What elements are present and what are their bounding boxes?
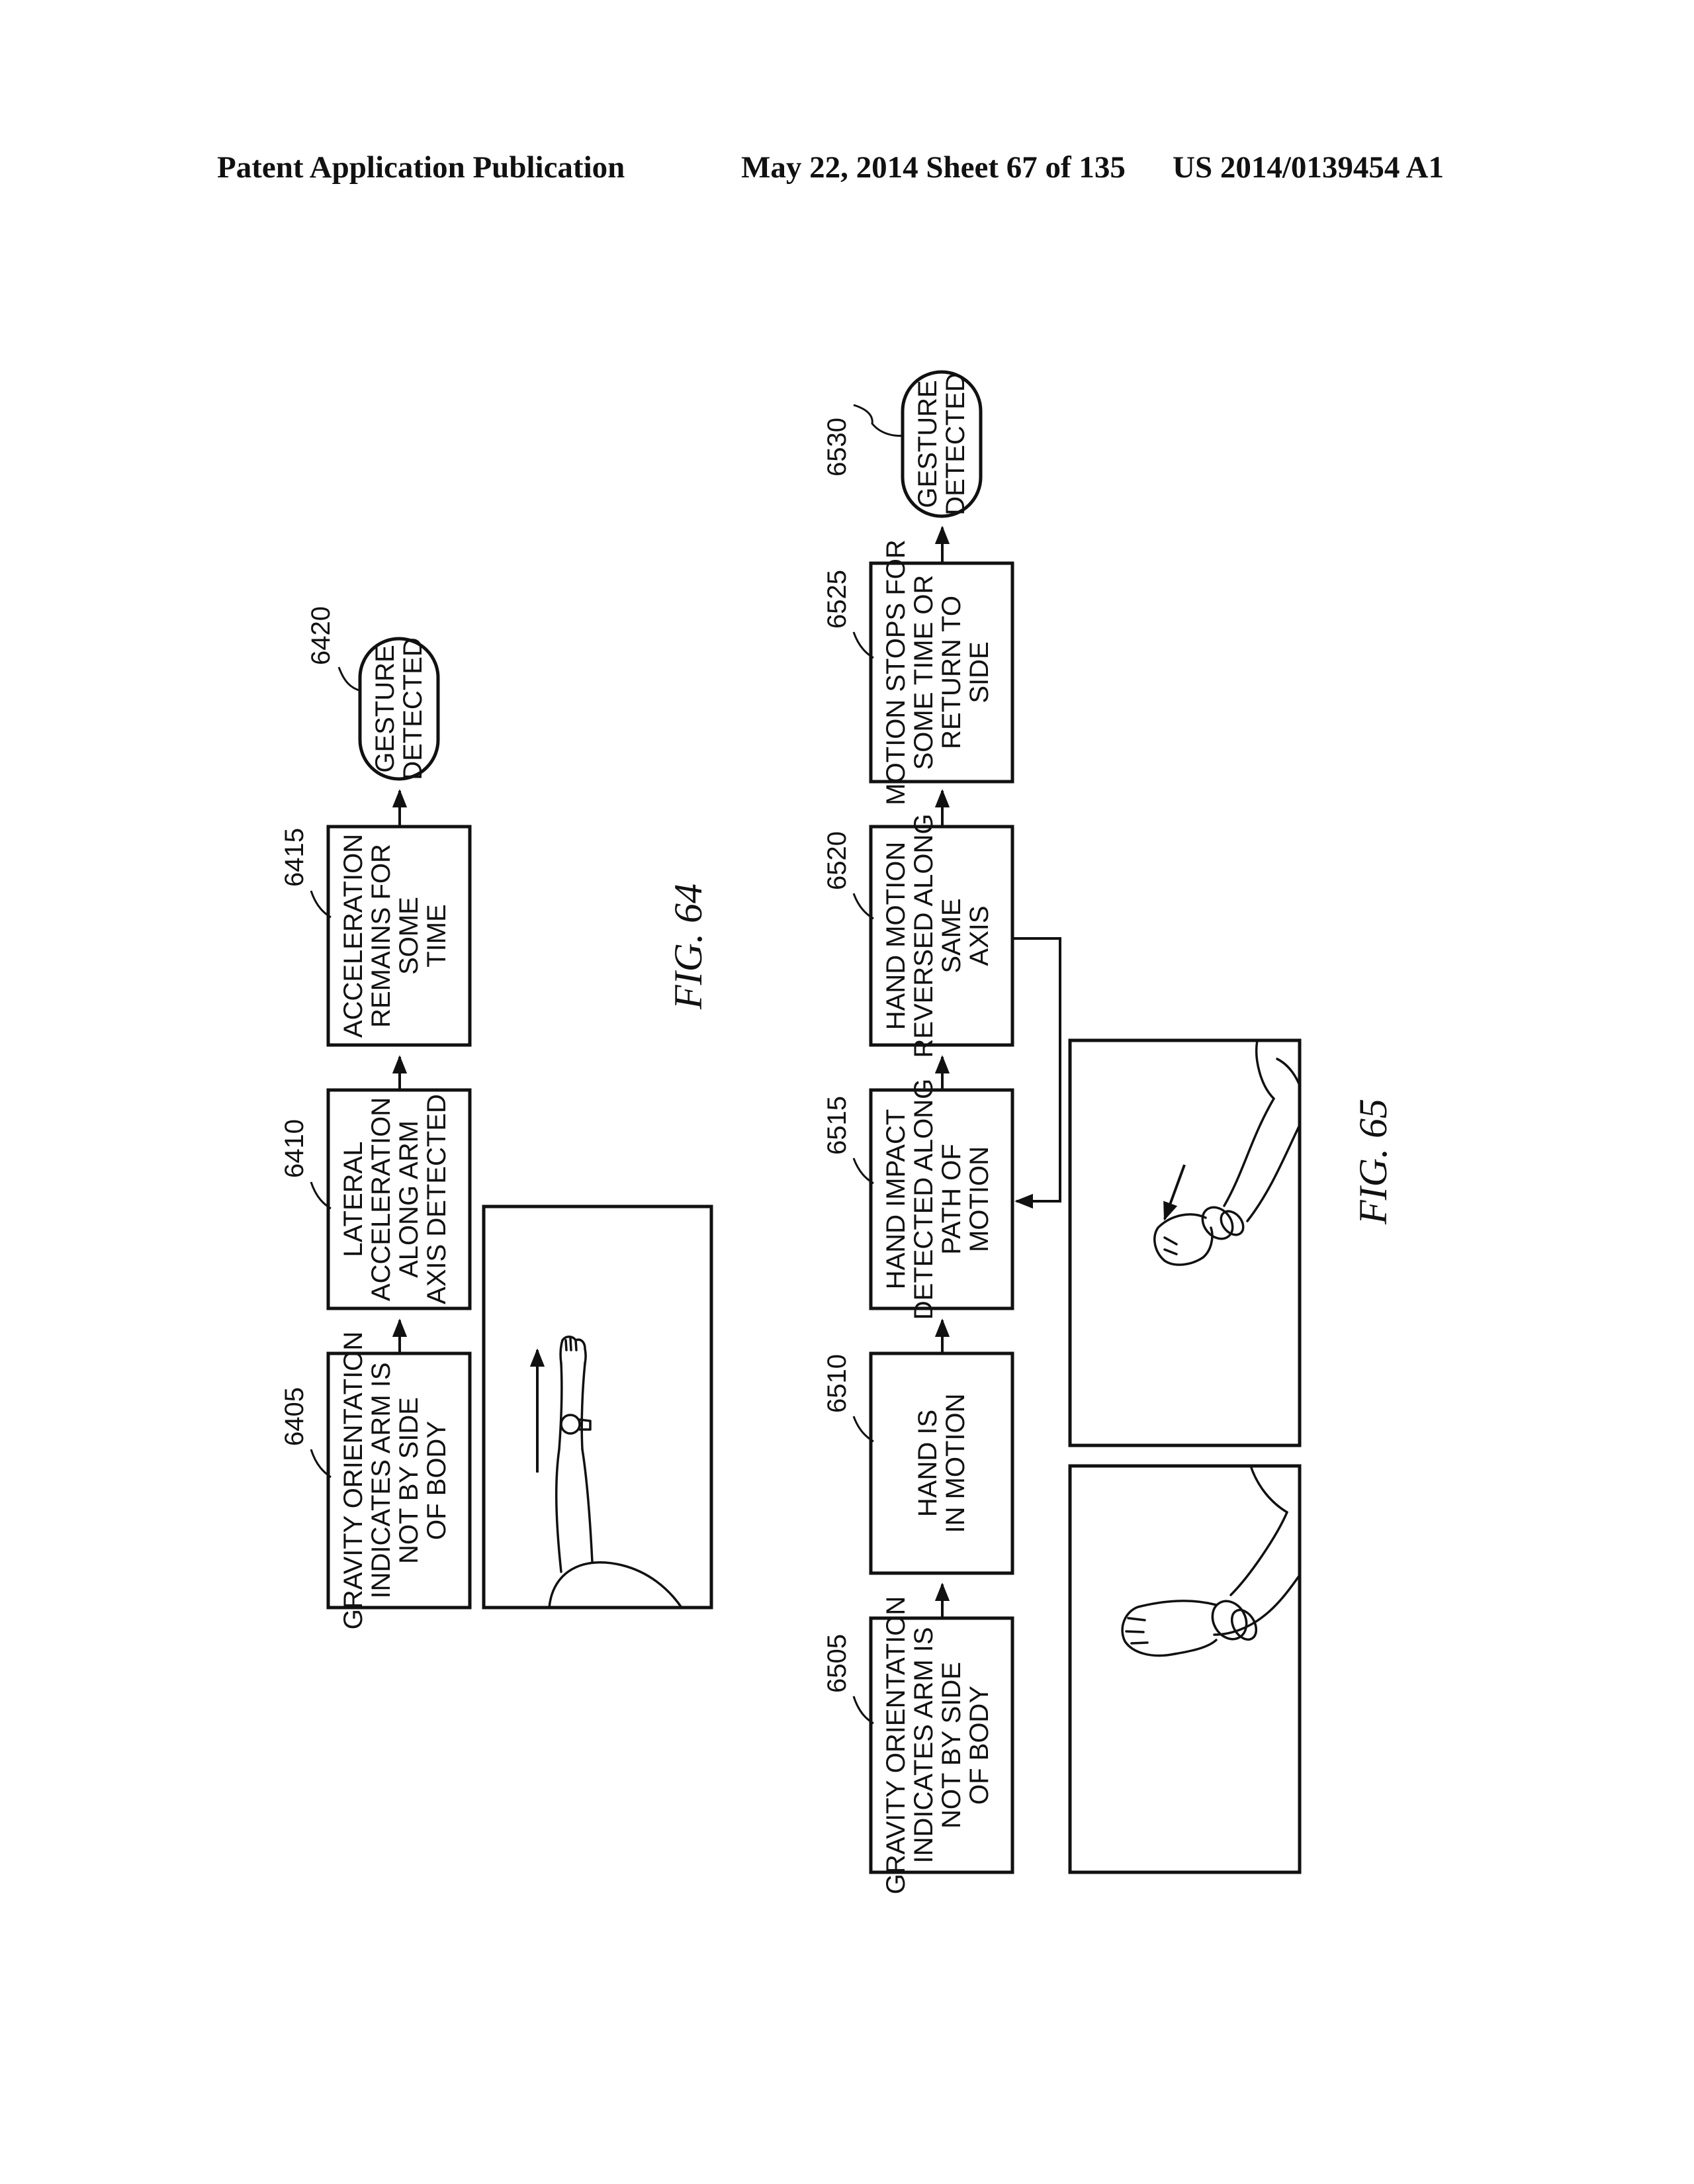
ref-numeral-6405: 6405: [280, 1387, 309, 1446]
impact-arrow: [1163, 1164, 1186, 1221]
terminal-line: GESTURE: [371, 645, 400, 772]
ref-numeral-6410: 6410: [280, 1119, 309, 1178]
step-line: ACCELERATION: [339, 834, 368, 1038]
step-line: INDICATES ARM IS: [367, 1362, 396, 1598]
header-patent-number: US 2014/0139454 A1: [1173, 150, 1444, 185]
step-line: GRAVITY ORIENTATION: [881, 1596, 911, 1894]
step-line: ALONG ARM: [394, 1120, 424, 1278]
step-line: PATH OF: [937, 1144, 966, 1254]
ref-numeral-6515: 6515: [823, 1096, 852, 1155]
terminal-line: DETECTED: [398, 637, 427, 780]
step-line: SOME TIME OR: [909, 575, 938, 770]
fig65-step-6510: HAND IS IN MOTION: [869, 1351, 1014, 1575]
fig65-step-6515: HAND IMPACT DETECTED ALONG PATH OF MOTIO…: [869, 1079, 1014, 1320]
leader-line: [852, 1416, 874, 1443]
fig65-step-6520: HAND MOTION REVERSED ALONG SAME AXIS: [869, 813, 1014, 1058]
step-line: SAME: [937, 898, 966, 973]
step-line: HAND IMPACT: [881, 1109, 911, 1290]
fig65-illustration-hand-impact: [1068, 1038, 1302, 1447]
ref-numeral-6520: 6520: [823, 831, 852, 890]
fig65-terminal-6530: GESTURE DETECTED: [901, 370, 983, 518]
step-line: MOTION: [965, 1146, 994, 1252]
step-line: NOT BY SIDE: [394, 1397, 424, 1564]
ref-numeral-6510: 6510: [823, 1354, 852, 1413]
leader-line: [310, 1181, 332, 1210]
step-line: DETECTED ALONG: [909, 1079, 938, 1320]
step-line: ACCELERATION: [367, 1097, 396, 1301]
header-date-sheet: May 22, 2014 Sheet 67 of 135: [741, 150, 1126, 185]
ref-numeral-6505: 6505: [823, 1634, 852, 1693]
leader-line: [310, 890, 332, 919]
step-line: REVERSED ALONG: [909, 813, 938, 1058]
fig65-illustration-hand-motion: [1068, 1464, 1302, 1874]
step-line: HAND IS: [913, 1410, 942, 1517]
leader-line: [853, 404, 905, 437]
fig64-step-6405: GRAVITY ORIENTATION INDICATES ARM IS NOT…: [326, 1332, 472, 1629]
step-line: IN MOTION: [941, 1393, 970, 1533]
leader-line: [852, 893, 874, 920]
step-line: AXIS: [965, 905, 994, 966]
leader-line: [337, 666, 362, 692]
step-line: REMAINS FOR: [367, 844, 396, 1028]
step-line: OF BODY: [965, 1686, 994, 1805]
ref-numeral-6530: 6530: [823, 418, 852, 477]
step-line: MOTION STOPS FOR: [881, 539, 911, 805]
step-line: AXIS DETECTED: [422, 1094, 451, 1304]
step-line: SOME: [394, 897, 424, 975]
step-line: INDICATES ARM IS: [909, 1627, 938, 1863]
terminal-line: GESTURE: [913, 380, 942, 508]
fig65-flowchart: GRAVITY ORIENTATION INDICATES ARM IS NOT…: [823, 370, 1395, 1894]
terminal-line: DETECTED: [941, 373, 970, 516]
fig64-step-6410: LATERAL ACCELERATION ALONG ARM AXIS DETE…: [326, 1088, 472, 1310]
ref-numeral-6525: 6525: [823, 570, 852, 629]
fig64-caption: FIG. 64: [666, 884, 710, 1010]
fig65-step-6525: MOTION STOPS FOR SOME TIME OR RETURN TO …: [869, 539, 1014, 805]
step-line: GRAVITY ORIENTATION: [339, 1332, 368, 1629]
leader-line: [852, 631, 874, 659]
step-line: RETURN TO: [937, 596, 966, 749]
step-line: NOT BY SIDE: [937, 1662, 966, 1829]
step-line: TIME: [422, 904, 451, 968]
fig65-caption: FIG. 65: [1351, 1099, 1395, 1225]
fig64-illustration-raised-arm: [482, 1205, 713, 1610]
fig64-terminal-6420: GESTURE DETECTED: [358, 637, 440, 781]
ref-numeral-6415: 6415: [280, 828, 309, 887]
ref-numeral-6420: 6420: [306, 606, 335, 665]
leader-line: [310, 1449, 332, 1479]
step-line: OF BODY: [422, 1421, 451, 1540]
fig64-flowchart: GRAVITY ORIENTATION INDICATES ARM IS NOT…: [280, 606, 713, 1629]
fig64-step-6415: ACCELERATION REMAINS FOR SOME TIME: [326, 825, 472, 1047]
leader-line: [852, 1696, 874, 1725]
leader-line: [852, 1158, 874, 1185]
fig65-loop-connector: [1012, 937, 1061, 1209]
step-line: HAND MOTION: [881, 842, 911, 1030]
step-line: SIDE: [965, 641, 994, 703]
header-publication: Patent Application Publication: [217, 150, 625, 185]
fig65-step-6505: GRAVITY ORIENTATION INDICATES ARM IS NOT…: [869, 1596, 1014, 1894]
step-line: LATERAL: [339, 1142, 368, 1257]
